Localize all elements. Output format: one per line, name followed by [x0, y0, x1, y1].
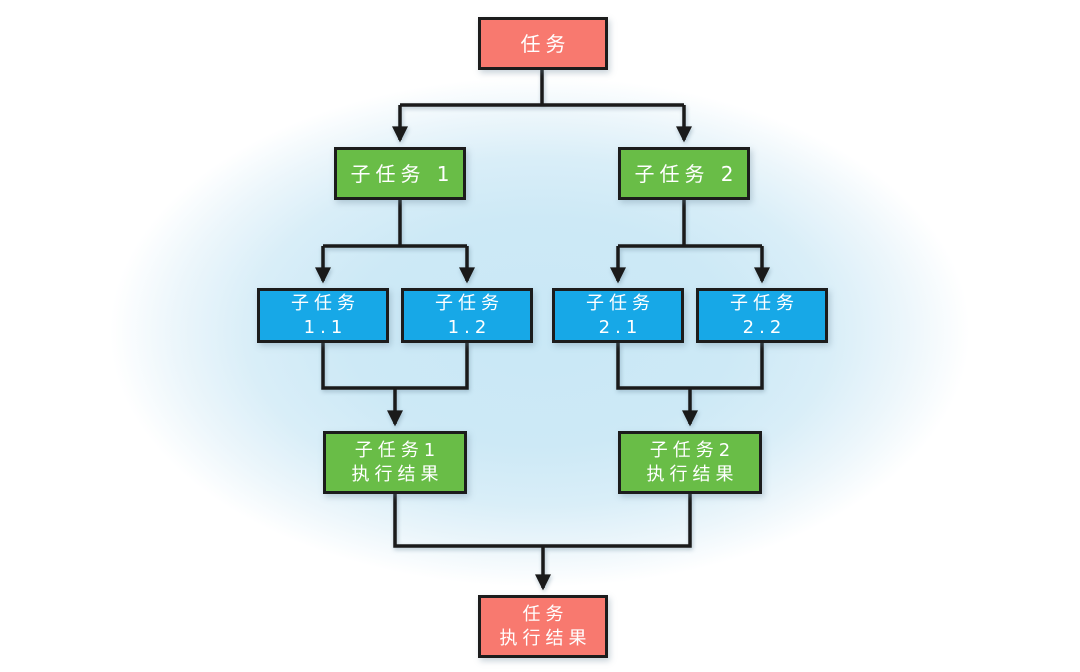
edge-merge-right: [616, 343, 764, 390]
edge-sub2-split: [618, 200, 762, 248]
node-result-subtask-2: 子任务2 执行结果: [618, 431, 762, 494]
node-subtask-1-2-label-line1: 子任务: [435, 293, 504, 315]
node-subtask-1-1-label-line2: 1.1: [303, 316, 348, 338]
node-result-subtask-2-line2: 执行结果: [646, 463, 739, 485]
node-result-subtask-1: 子任务1 执行结果: [323, 431, 467, 494]
node-subtask-2-1-label-line1: 子任务: [586, 293, 655, 315]
node-subtask-1-2-label-line2: 1.2: [447, 316, 492, 338]
node-subtask-2-2-label-line2: 2.2: [742, 316, 787, 338]
node-subtask-1: 子任务 1: [334, 147, 466, 200]
node-final-result: 任务 执行结果: [478, 595, 608, 658]
edge-merge-left: [321, 343, 469, 390]
node-final-result-line2: 执行结果: [499, 627, 592, 649]
node-subtask-2-2: 子任务 2.2: [696, 288, 828, 343]
node-task-label: 任务: [520, 31, 571, 56]
node-subtask-2-1-label-line2: 2.1: [598, 316, 643, 338]
edge-sub1-split: [323, 200, 467, 248]
node-subtask-2-2-label-line1: 子任务: [730, 293, 799, 315]
node-subtask-1-label: 子任务 1: [350, 161, 455, 186]
node-subtask-2: 子任务 2: [618, 147, 750, 200]
edge-merge-final: [393, 494, 692, 548]
node-task: 任务: [478, 17, 608, 70]
edge-task-split: [400, 70, 684, 107]
node-result-subtask-1-line1: 子任务1: [354, 440, 441, 462]
node-final-result-line1: 任务: [522, 604, 569, 626]
node-result-subtask-2-line1: 子任务2: [649, 440, 736, 462]
node-subtask-2-1: 子任务 2.1: [552, 288, 684, 343]
node-result-subtask-1-line2: 执行结果: [351, 463, 444, 485]
node-subtask-1-1-label-line1: 子任务: [291, 293, 360, 315]
node-subtask-1-2: 子任务 1.2: [401, 288, 533, 343]
node-subtask-2-label: 子任务 2: [634, 161, 739, 186]
node-subtask-1-1: 子任务 1.1: [257, 288, 389, 343]
